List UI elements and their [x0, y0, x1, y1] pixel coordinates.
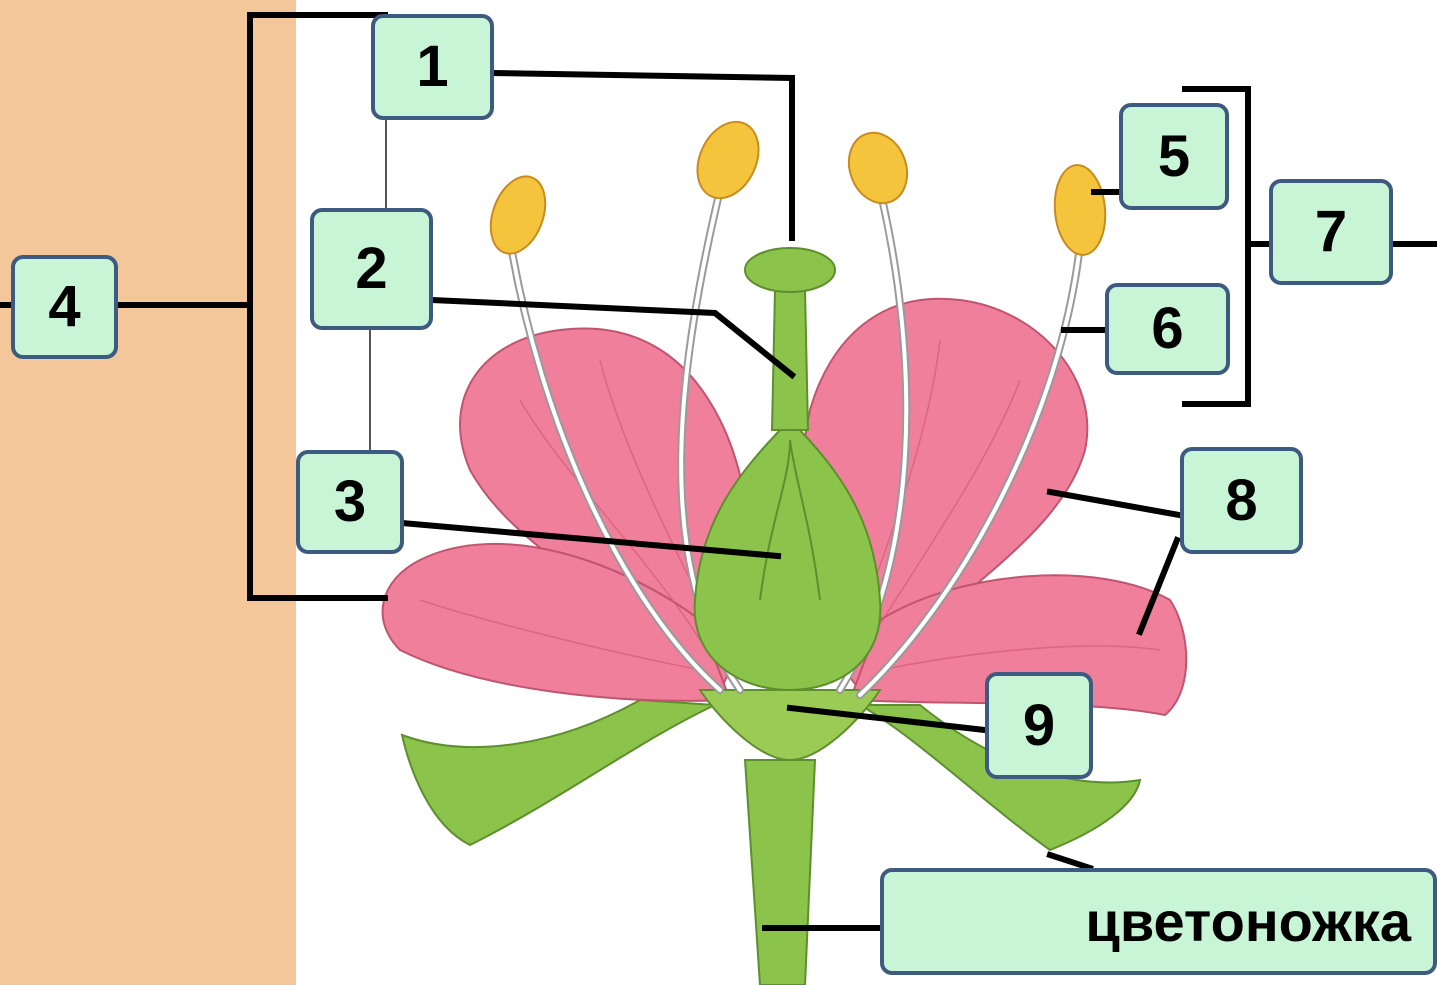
label-3: 3	[296, 450, 404, 554]
label-1: 1	[371, 14, 494, 120]
label-4: 4	[11, 255, 118, 359]
sepal-left	[402, 700, 715, 845]
receptacle	[700, 690, 880, 760]
label-7: 7	[1269, 179, 1393, 285]
line-sepal	[1050, 855, 1090, 868]
label-8: 8	[1180, 447, 1303, 554]
line-8a	[1050, 492, 1185, 516]
label-pedicel: цветоножка	[880, 868, 1437, 975]
pedicel-stem	[745, 760, 815, 985]
pistil-stigma	[745, 248, 835, 292]
label-2: 2	[310, 208, 433, 330]
label-9: 9	[985, 672, 1093, 779]
label-5: 5	[1119, 103, 1229, 210]
label-6: 6	[1105, 283, 1230, 375]
